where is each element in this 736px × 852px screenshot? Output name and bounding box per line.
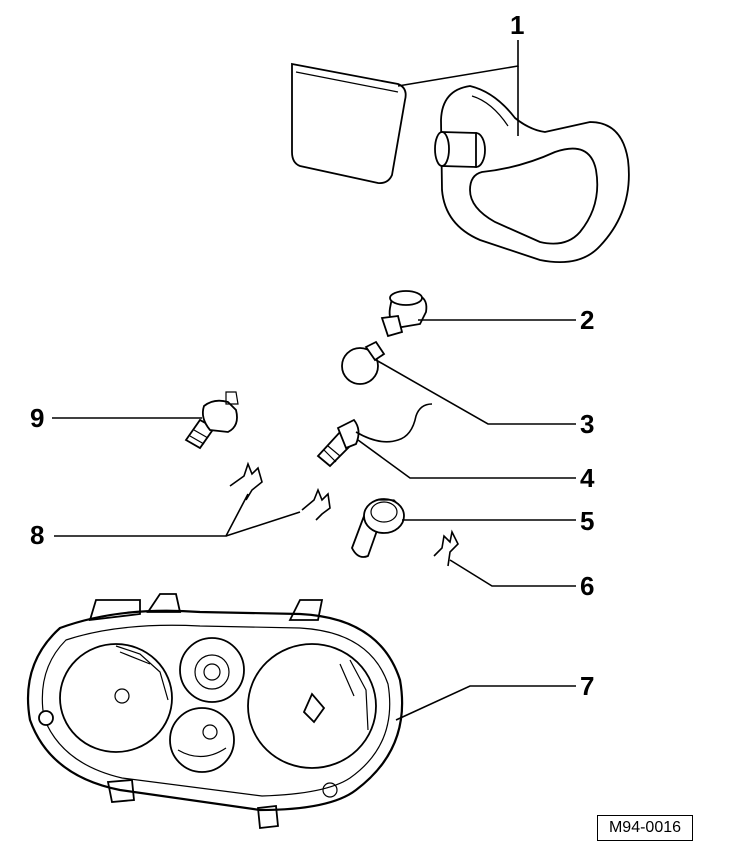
part-bulb-with-wire: [316, 403, 433, 468]
part-spring-clip: [433, 529, 459, 567]
reference-code: M94-0016: [597, 815, 693, 841]
callout-4: 4: [580, 463, 595, 493]
callout-5: 5: [580, 506, 595, 536]
callout-2: 2: [580, 305, 595, 335]
part-bulb-with-socket: [184, 391, 239, 450]
callout-6: 6: [580, 571, 595, 601]
leader-lines: [52, 40, 576, 721]
part-bulb-holder-plate: [434, 85, 630, 263]
part-bulb: [341, 340, 386, 385]
callout-3: 3: [580, 409, 595, 439]
callout-7: 7: [580, 671, 595, 701]
callout-1: 1: [510, 10, 525, 40]
part-h-bulb: [351, 498, 405, 558]
part-headlight-housing: [26, 593, 404, 829]
callout-8: 8: [30, 520, 45, 550]
part-cover-cap: [291, 62, 407, 184]
callout-9: 9: [30, 403, 45, 433]
part-bulb-socket: [380, 290, 428, 338]
part-spring-clips: [229, 461, 331, 521]
